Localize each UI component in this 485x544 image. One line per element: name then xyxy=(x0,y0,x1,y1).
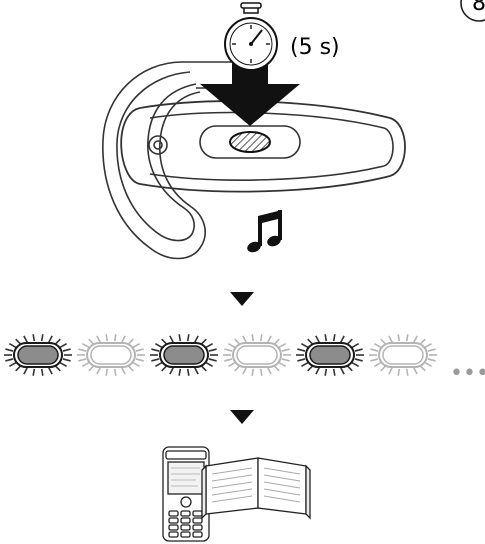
phone-key xyxy=(192,517,203,524)
headset-button xyxy=(229,131,271,153)
indicator-light-on xyxy=(296,334,364,376)
phone-key xyxy=(168,517,179,524)
indicator-light-sequence xyxy=(4,334,437,376)
phone-key xyxy=(180,517,191,524)
phone-key xyxy=(180,524,191,531)
press-and-hold-arrow xyxy=(200,60,300,126)
down-arrow-1 xyxy=(230,292,254,306)
step-number: 8 xyxy=(472,0,485,16)
phone-key xyxy=(180,531,191,538)
indicator-light-on xyxy=(4,334,72,376)
down-arrow-2 xyxy=(230,410,254,424)
phone-key xyxy=(168,524,179,531)
phone-key xyxy=(180,510,191,517)
phone-key xyxy=(192,531,203,538)
music-note-icon xyxy=(247,210,282,253)
indicator-light-on xyxy=(150,334,218,376)
indicator-light-off xyxy=(223,334,291,376)
user-guide-book-icon xyxy=(201,457,311,520)
timer-duration-label: (5 s) xyxy=(290,35,340,60)
phone-key xyxy=(192,524,203,531)
mobile-phone-icon xyxy=(162,446,210,542)
indicator-light-off xyxy=(369,334,437,376)
step-number-badge: 8 xyxy=(460,0,485,22)
phone-key xyxy=(168,531,179,538)
stopwatch-icon xyxy=(224,2,278,71)
sequence-continuation: ••• xyxy=(450,361,485,386)
indicator-light-off xyxy=(77,334,145,376)
phone-key xyxy=(192,510,203,517)
phone-key xyxy=(168,510,179,517)
